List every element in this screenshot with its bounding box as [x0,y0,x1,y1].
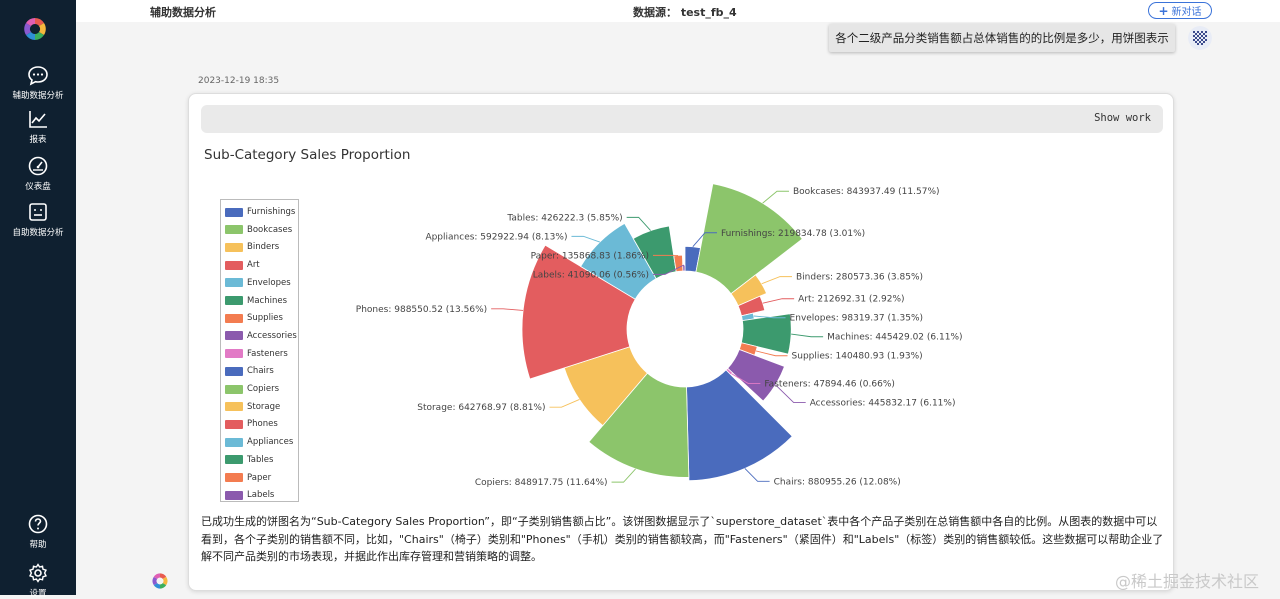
slice-label-machines: Machines: 445429.02 (6.11%) [827,333,962,343]
gear-icon [27,562,49,584]
nav-label: 辅助数据分析 [0,89,76,101]
nav-assist-analysis[interactable]: 辅助数据分析 [0,64,76,101]
slice-label-envelopes: Envelopes: 98319.37 (1.35%) [790,314,924,324]
label-leader-line [763,299,794,303]
slice-label-appliances: Appliances: 592922.94 (8.13%) [425,232,567,242]
data-source-label: 数据源： test_fb_4 [633,4,737,20]
gauge-icon [27,155,49,177]
help-icon [27,513,49,535]
slice-label-art: Art: 212692.31 (2.92%) [798,295,904,305]
plus-icon: + [1158,6,1168,16]
sidebar: 辅助数据分析 报表 仪表盘 自助数据分析 帮助 设置 [0,0,76,595]
label-leader-line [762,277,792,284]
page-title: 辅助数据分析 [150,4,216,20]
top-bar: 辅助数据分析 数据源： test_fb_4 + 新对话 [76,0,1280,22]
label-leader-line [627,217,651,230]
label-leader-line [763,191,789,203]
slice-label-supplies: Supplies: 140480.93 (1.93%) [792,352,923,362]
line-chart-icon [27,108,49,130]
label-leader-line [549,399,579,407]
slice-label-storage: Storage: 642768.97 (8.81%) [417,403,545,413]
chat-icon [27,64,49,86]
app-logo-icon [22,16,48,42]
nav-settings[interactable]: 设置 [0,562,76,599]
slice-label-binders: Binders: 280573.36 (3.85%) [796,273,923,283]
watermark: @稀土掘金技术社区 [1115,568,1259,592]
message-timestamp: 2023-12-19 18:35 [198,76,279,86]
label-leader-line [745,468,770,481]
slice-label-phones: Phones: 988550.52 (13.56%) [356,305,487,315]
nav-self-analysis[interactable]: 自助数据分析 [0,201,76,238]
user-message-bubble: 各个二级产品分类销售额占总体销售的的比例是多少，用饼图表示 [829,24,1175,52]
nav-label: 帮助 [0,538,76,550]
label-leader-line [491,309,523,311]
nav-label: 仪表盘 [0,180,76,192]
slice-label-copiers: Copiers: 848917.75 (11.64%) [475,478,608,488]
slice-label-chairs: Chairs: 880955.26 (12.08%) [774,477,901,487]
nav-help[interactable]: 帮助 [0,513,76,550]
dashboard-icon [27,201,49,223]
nav-label: 报表 [0,133,76,145]
new-chat-button[interactable]: + 新对话 [1148,2,1212,19]
label-leader-line [612,469,636,482]
nav-gauge[interactable]: 仪表盘 [0,155,76,192]
slice-label-accessories: Accessories: 445832.17 (6.11%) [810,399,956,409]
app-logo-small-icon [151,572,169,590]
new-chat-label: 新对话 [1172,3,1202,18]
slice-label-paper: Paper: 135868.83 (1.86%) [531,251,649,261]
slice-label-furnishings: Furnishings: 219834.78 (3.01%) [721,229,865,239]
label-leader-line [571,236,599,242]
nav-label: 设置 [0,587,76,599]
nav-label: 自助数据分析 [0,226,76,238]
slice-label-labels: Labels: 41090.06 (0.56%) [533,270,649,280]
slice-label-fasteners: Fasteners: 47894.46 (0.66%) [764,380,895,390]
label-leader-line [791,334,823,337]
answer-description: 已成功生成的饼图名为“Sub-Category Sales Proportion… [201,513,1166,566]
answer-card: Show work Sub-Category Sales Proportion … [188,93,1174,591]
slice-label-tables: Tables: 426222.3 (5.85%) [506,213,622,223]
slice-label-bookcases: Bookcases: 843937.49 (11.57%) [793,187,940,197]
pie-chart: Furnishings: 219834.78 (3.01%) Bookcases:… [189,94,1175,514]
avatar [1188,26,1212,50]
nav-reports[interactable]: 报表 [0,108,76,145]
